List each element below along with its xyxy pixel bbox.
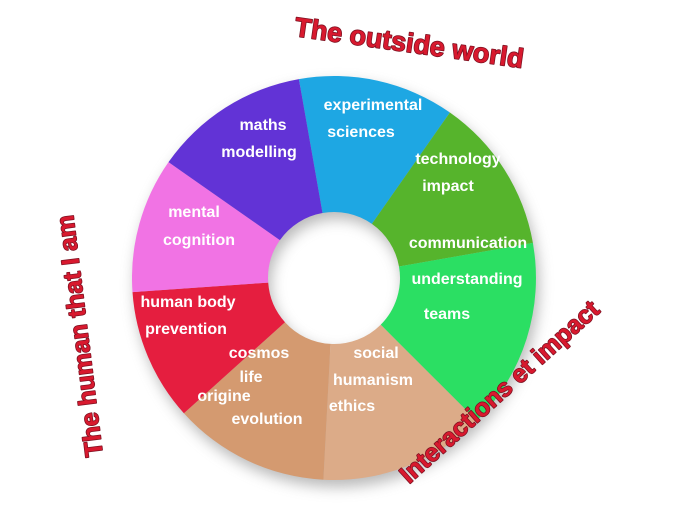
segment-maths-modelling bbox=[168, 79, 323, 241]
segment-label-cosmos-life-origine-evolution-line3: origine bbox=[197, 388, 250, 405]
segment-mental-cognition bbox=[132, 162, 280, 293]
segment-technology-impact bbox=[371, 112, 533, 267]
segment-experimental-sciences bbox=[298, 76, 450, 224]
segment-label-communication-understanding-teams-line3: teams bbox=[424, 306, 470, 323]
segment-label-mental-cognition-line2: cognition bbox=[163, 232, 235, 249]
segment-label-cosmos-life-origine-evolution-line1: cosmos bbox=[229, 345, 290, 362]
segment-label-communication-understanding-teams-line2: understanding bbox=[411, 271, 522, 288]
segment-label-human-body-prevention-line1: human body bbox=[140, 294, 235, 311]
segment-label-technology-impact-line2: impact bbox=[422, 178, 474, 195]
segment-label-cosmos-life-origine-evolution-line2: life bbox=[239, 369, 262, 386]
segment-label-experimental-sciences-line1: experimental bbox=[324, 97, 423, 114]
donut-chart bbox=[132, 76, 536, 480]
segment-label-cosmos-life-origine-evolution-line4: evolution bbox=[231, 411, 302, 428]
segment-label-social-humanism-ethics-line2: humanism bbox=[333, 372, 413, 389]
ring-text-human-that-i-am: The human that I am bbox=[51, 214, 108, 459]
segment-label-maths-modelling-line2: modelling bbox=[221, 144, 297, 161]
segment-label-technology-impact-line1: technology bbox=[415, 151, 500, 168]
segment-social-humanism-ethics bbox=[323, 324, 477, 480]
segment-label-experimental-sciences-line2: sciences bbox=[327, 124, 395, 141]
segment-label-social-humanism-ethics-line3: ethics bbox=[329, 398, 375, 415]
segment-cosmos-life-origine-evolution bbox=[183, 322, 331, 480]
segment-label-social-humanism-ethics-line1: social bbox=[353, 345, 398, 362]
segment-label-communication-understanding-teams-line1: communication bbox=[409, 235, 527, 252]
segment-label-human-body-prevention-line2: prevention bbox=[145, 321, 227, 338]
segment-label-maths-modelling-line1: maths bbox=[239, 117, 286, 134]
segment-human-body-prevention bbox=[132, 282, 285, 414]
ring-text-outside-world: The outside world bbox=[293, 12, 526, 74]
segment-communication-understanding-teams bbox=[380, 242, 536, 421]
segment-label-mental-cognition-line1: mental bbox=[168, 204, 220, 221]
